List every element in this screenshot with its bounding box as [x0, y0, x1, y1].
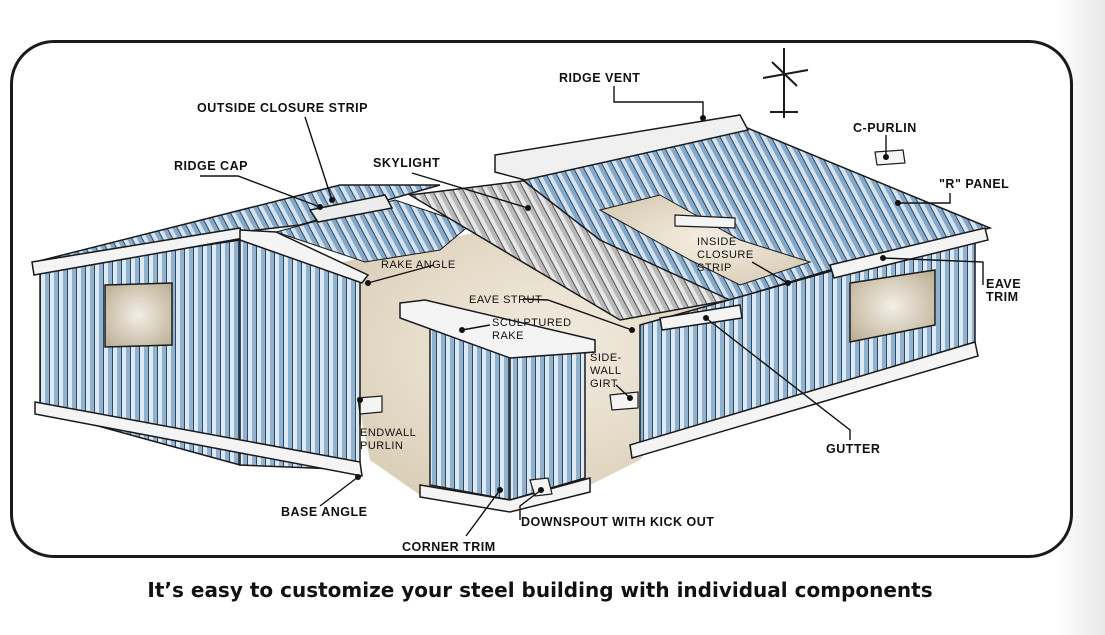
leader-lines [200, 86, 984, 537]
corner-base [419, 477, 591, 513]
label-base-angle: BASE ANGLE [281, 505, 368, 519]
weather-vane [762, 48, 809, 118]
label-sidewall-girt: SIDE- WALL GIRT [590, 352, 622, 390]
label-rake-angle: RAKE ANGLE [381, 259, 456, 271]
sidewall-girt [609, 391, 639, 411]
label-ridge-cap: RIDGE CAP [174, 159, 248, 173]
label-corner-trim: CORNER TRIM [402, 540, 496, 554]
c-purlin-end [874, 149, 906, 166]
leader-dots [317, 115, 901, 493]
c-purlin-piece [674, 214, 736, 229]
label-skylight: SKYLIGHT [373, 156, 441, 170]
rake-trim-left [239, 229, 370, 284]
label-inside-closure-strip: INSIDE CLOSURE STRIP [697, 236, 754, 274]
label-downspout-with-kick-out: DOWNSPOUT WITH KICK OUT [521, 515, 715, 529]
label-endwall-purlin: ENDWALL PURLIN [360, 427, 417, 452]
caption: It’s easy to customize your steel buildi… [147, 578, 933, 602]
label-sculptured-rake: SCULPTURED RAKE [492, 317, 572, 342]
ridge-vent [494, 114, 750, 181]
label-eave-strut: EAVE STRUT [469, 294, 543, 306]
roof-cutaway [598, 194, 812, 286]
gutter [659, 304, 743, 331]
left-window [104, 282, 173, 348]
label-c-purlin: C-PURLIN [853, 121, 917, 135]
label-gutter: GUTTER [826, 442, 881, 456]
sculptured-rake [399, 299, 596, 359]
label-ridge-vent: RIDGE VENT [559, 71, 641, 85]
label-eave-trim: EAVE TRIM [986, 277, 1022, 304]
right-window [849, 269, 936, 343]
corner-sidewall [509, 344, 586, 502]
right-base-angle [629, 341, 979, 459]
left-base-angle [34, 401, 363, 477]
label-outside-closure-strip: OUTSIDE CLOSURE STRIP [197, 101, 368, 115]
eave-trim-right [829, 227, 989, 279]
ridge-cap-piece [308, 194, 394, 223]
label-r-panel: "R" PANEL [939, 177, 1010, 191]
